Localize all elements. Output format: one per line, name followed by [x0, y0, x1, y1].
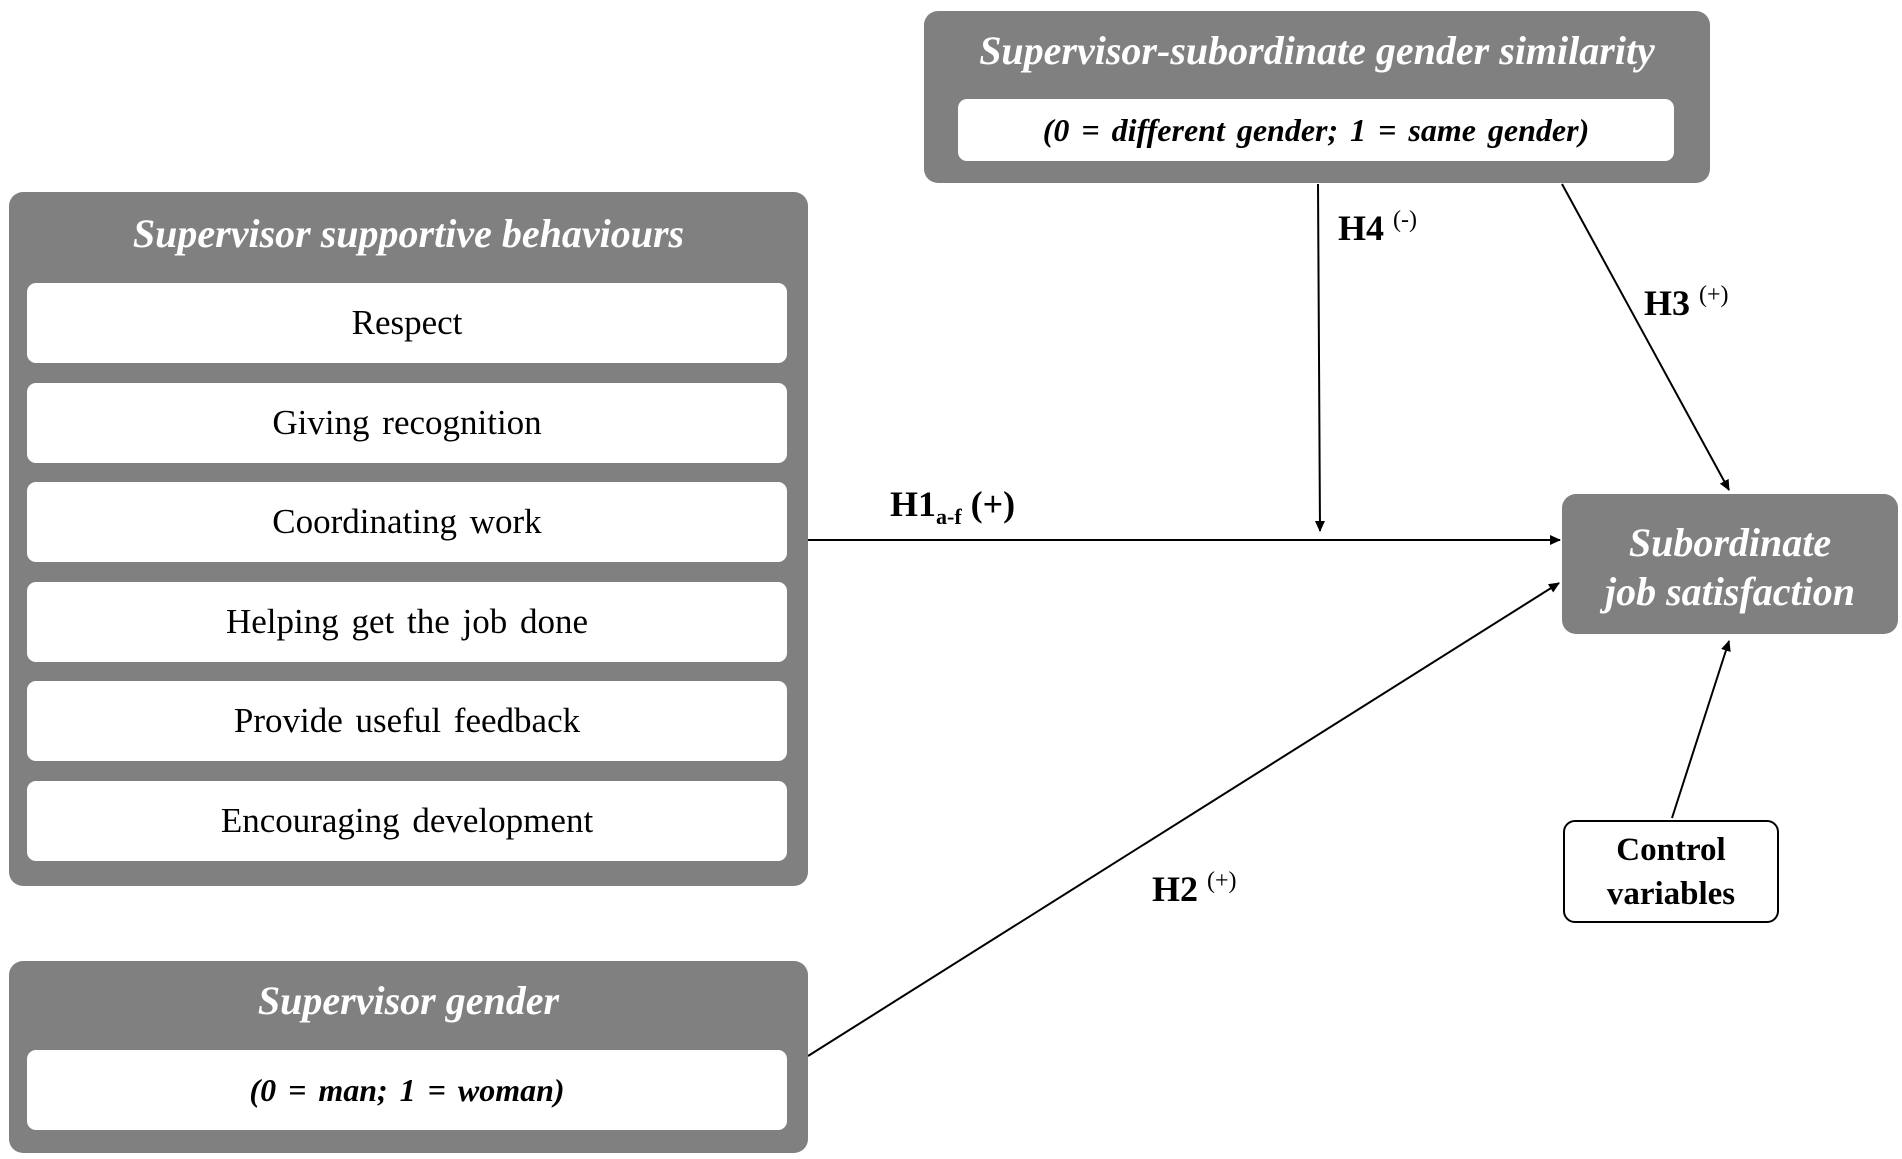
behaviour-item-coordinating: Coordinating work — [27, 482, 787, 562]
h2-sign: (+) — [1207, 868, 1237, 894]
behaviour-item-feedback: Provide useful feedback — [27, 681, 787, 761]
subordinate-job-satisfaction-box: Subordinate job satisfaction — [1562, 494, 1898, 634]
h1-label: H1a-f (+) — [890, 484, 1016, 528]
supervisor-gender-title: Supervisor gender — [257, 978, 560, 1023]
supervisor-gender-group: Supervisor gender (0 = man; 1 = woman) — [9, 961, 808, 1153]
behaviour-item-development: Encouraging development — [27, 781, 787, 861]
h1-sign: (+) — [970, 484, 1016, 524]
control-line-2: variables — [1606, 876, 1736, 912]
h2-arrow — [807, 582, 1560, 1057]
gender-similarity-group: Supervisor-subordinate gender similarity… — [924, 11, 1710, 183]
h1-text: H1 — [890, 484, 937, 524]
control-arrow — [1671, 640, 1731, 819]
h3-sign: (+) — [1699, 282, 1729, 308]
h4-text: H4 — [1338, 208, 1385, 248]
h3-arrow — [1561, 183, 1730, 491]
h3-text: H3 — [1644, 283, 1691, 323]
behaviour-item-helping: Helping get the job done — [27, 582, 787, 662]
h4-label: H4 (-) — [1338, 208, 1417, 248]
h3-label: H3 (+) — [1644, 283, 1729, 323]
control-variables-box: Control variables — [1563, 820, 1779, 923]
gender-similarity-coding: (0 = different gender; 1 = same gender) — [958, 99, 1674, 161]
supportive-behaviours-group: Supervisor supportive behaviours Respect… — [9, 192, 808, 886]
supervisor-gender-coding: (0 = man; 1 = woman) — [27, 1050, 787, 1130]
control-line-1: Control — [1616, 832, 1726, 868]
outcome-line-1: Subordinate — [1628, 520, 1832, 565]
h4-sign: (-) — [1393, 207, 1417, 233]
h2-label: H2 (+) — [1152, 869, 1237, 909]
supportive-behaviours-title: Supervisor supportive behaviours — [132, 211, 685, 256]
h2-text: H2 — [1152, 869, 1199, 909]
h1-subscript: a-f — [936, 504, 962, 530]
h4-arrow — [1314, 183, 1325, 532]
outcome-line-2: job satisfaction — [1604, 569, 1856, 614]
behaviour-item-recognition: Giving recognition — [27, 383, 787, 463]
gender-similarity-title: Supervisor-subordinate gender similarity — [979, 28, 1655, 73]
behaviour-item-respect: Respect — [27, 283, 787, 363]
